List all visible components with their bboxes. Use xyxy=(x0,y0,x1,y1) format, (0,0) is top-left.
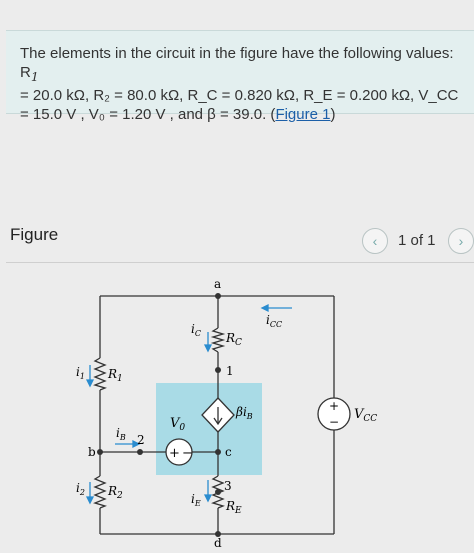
node-c-label: c xyxy=(225,445,232,459)
problem-line-1: The elements in the circuit in the figur… xyxy=(20,45,454,81)
circuit-figure: + − + − a 1 b 2 c 3 d R1 R2 RC RE i1 i2 … xyxy=(70,270,390,550)
resistor-r1 xyxy=(93,357,107,391)
next-figure-button[interactable]: › xyxy=(448,228,474,254)
vcc-label-sub: CC xyxy=(363,414,377,424)
node-d-dot xyxy=(215,531,221,537)
ib-arrow-icon xyxy=(132,439,141,449)
svg-text:iE: iE xyxy=(191,492,201,508)
node-a-dot xyxy=(215,293,221,299)
problem-line-1-sub: 1 xyxy=(30,69,39,84)
node-c-dot xyxy=(215,449,221,455)
ib-label-sub: B xyxy=(119,433,126,442)
node-1-label: 1 xyxy=(226,364,234,378)
ib-label: i xyxy=(116,426,120,440)
figure-link[interactable]: Figure 1 xyxy=(275,106,331,123)
re-label-sub: E xyxy=(234,506,242,516)
r2-label: R xyxy=(107,484,117,498)
v0-label-sub: 0 xyxy=(179,423,185,433)
node-b-dot xyxy=(97,449,103,455)
problem-line-3: = 15.0 V , V₀ = 1.20 V , and β = 39.0. ( xyxy=(20,106,276,123)
svg-text:iC: iC xyxy=(191,322,201,338)
circuit-diagram: + − + − a 1 b 2 c 3 d R1 R2 RC RE i1 i2 … xyxy=(76,277,377,550)
svg-text:βiB: βiB xyxy=(235,405,253,421)
node-2-label: 2 xyxy=(137,433,145,447)
problem-line-3-end: ) xyxy=(330,106,336,123)
node-d-label: d xyxy=(214,536,222,549)
rc-label: R xyxy=(225,331,235,345)
node-a-label: a xyxy=(214,277,221,291)
re-label: R xyxy=(225,499,235,513)
node-3-label: 3 xyxy=(224,479,232,493)
v0-label: V xyxy=(170,416,181,431)
figure-pager: ‹ 1 of 1 › xyxy=(362,228,474,254)
node-2-dot xyxy=(137,449,143,455)
chevron-right-icon: › xyxy=(458,233,464,249)
v0-plus-sign: + xyxy=(169,446,180,461)
ie-arrow-icon xyxy=(203,494,213,503)
ic-label-sub: C xyxy=(195,329,201,338)
icc-label-sub: CC xyxy=(270,320,282,329)
r2-label-sub: 2 xyxy=(116,491,123,501)
node-3-dot xyxy=(215,489,221,495)
i2-label-sub: 2 xyxy=(79,488,85,497)
r1-label-sub: 1 xyxy=(117,374,123,384)
v0-voltage-source xyxy=(165,438,193,466)
r1-label: R xyxy=(107,367,117,381)
svg-text:R1: R1 xyxy=(107,367,123,384)
vcc-plus-sign: + xyxy=(329,399,339,413)
vcc-label: V xyxy=(354,407,365,422)
ie-label-sub: E xyxy=(194,499,201,508)
svg-text:iB: iB xyxy=(116,426,126,442)
resistor-r2 xyxy=(93,475,107,509)
ic-label: i xyxy=(191,322,195,336)
vcc-minus-sign: − xyxy=(329,415,339,429)
icc-arrow-icon xyxy=(260,303,269,313)
vcc-voltage-source xyxy=(317,397,351,431)
svg-text:R2: R2 xyxy=(107,484,123,501)
beta-ib-label-sub: B xyxy=(246,412,253,421)
i1-arrow-icon xyxy=(85,379,95,388)
rc-label-sub: C xyxy=(235,338,242,348)
ie-label: i xyxy=(191,492,195,506)
node-1-dot xyxy=(215,367,221,373)
node-b-label: b xyxy=(88,445,96,459)
icc-label: i xyxy=(266,313,270,327)
v0-minus-sign: − xyxy=(182,446,193,461)
svg-text:RE: RE xyxy=(225,499,242,516)
svg-text:iCC: iCC xyxy=(266,313,282,329)
beta-ib-label: βi xyxy=(235,405,247,419)
problem-line-2: = 20.0 kΩ, R₂ = 80.0 kΩ, R_C = 0.820 kΩ,… xyxy=(20,87,459,104)
previous-figure-button[interactable]: ‹ xyxy=(362,228,388,254)
i1-label-sub: 1 xyxy=(80,372,85,381)
arrow-down-icon xyxy=(213,417,223,426)
svg-text:VCC: VCC xyxy=(354,407,377,424)
svg-text:V0: V0 xyxy=(170,416,185,433)
i2-arrow-icon xyxy=(85,496,95,505)
chevron-left-icon: ‹ xyxy=(372,233,378,249)
svg-text:i1: i1 xyxy=(76,365,85,381)
svg-text:i2: i2 xyxy=(76,481,85,497)
figure-page-count: 1 of 1 xyxy=(398,232,436,249)
figure-heading: Figure xyxy=(10,225,59,244)
resistor-rc xyxy=(210,327,226,353)
i1-label: i xyxy=(76,365,80,379)
divider xyxy=(6,262,474,263)
i2-label: i xyxy=(76,481,80,495)
ic-arrow-icon xyxy=(203,344,213,353)
problem-statement: The elements in the circuit in the figur… xyxy=(20,44,470,124)
svg-text:RC: RC xyxy=(225,331,242,348)
problem-statement-card: The elements in the circuit in the figur… xyxy=(6,30,474,123)
